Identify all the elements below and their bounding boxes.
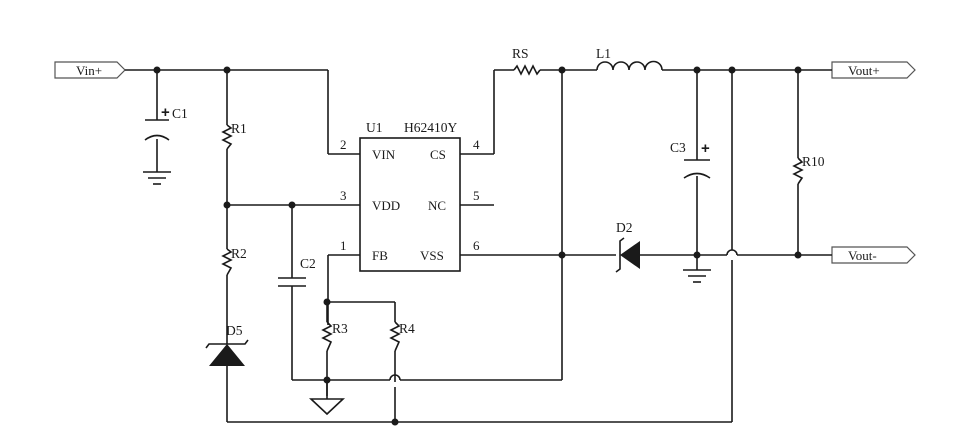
ground-icon <box>683 269 711 283</box>
pin-num-6: 6 <box>473 238 480 253</box>
label-r3: R3 <box>332 321 348 336</box>
resistor-r4: R4 <box>389 321 415 352</box>
port-vout-plus-label: Vout+ <box>848 63 880 78</box>
label-r1: R1 <box>231 121 247 136</box>
polarity-mark-c1: + <box>161 104 170 121</box>
pin-name-vdd: VDD <box>372 198 400 213</box>
pin-name-vss: VSS <box>420 248 444 263</box>
zener-diode-d5: D5 <box>205 323 249 366</box>
ic-part-label: H62410Y <box>404 120 457 135</box>
polarity-mark-c3: + <box>701 140 710 157</box>
pin-name-fb: FB <box>372 248 388 263</box>
label-rs: RS <box>512 46 529 61</box>
resistor-r1: R1 <box>221 121 247 150</box>
port-vout-plus: Vout+ <box>831 61 916 79</box>
pin-num-5: 5 <box>473 188 480 203</box>
pin-num-4: 4 <box>473 137 480 152</box>
port-vin-plus-label: Vin+ <box>76 63 102 78</box>
capacitor-c3: + C3 <box>670 140 711 179</box>
label-r2: R2 <box>231 246 247 261</box>
ground-icon <box>143 171 171 185</box>
resistor-rs: RS <box>512 46 541 76</box>
port-vout-minus: Vout- <box>831 246 916 264</box>
label-r10: R10 <box>802 154 825 169</box>
port-vin-plus: Vin+ <box>54 61 126 79</box>
port-vout-minus-label: Vout- <box>848 248 877 263</box>
ic-ref-label: U1 <box>366 120 383 135</box>
inductor-l1: L1 <box>596 46 663 71</box>
pin-name-nc: NC <box>428 198 446 213</box>
pin-num-2: 2 <box>340 137 347 152</box>
resistor-r3: R3 <box>321 321 348 352</box>
ic-u1: U1 H62410Y VIN VDD FB CS NC VSS 2 3 1 4 … <box>340 120 480 272</box>
capacitor-c2: C2 <box>278 256 316 287</box>
label-r4: R4 <box>399 321 415 336</box>
ground-triangle-icon <box>308 380 346 416</box>
label-c1: C1 <box>172 106 188 121</box>
pin-num-1: 1 <box>340 238 347 253</box>
diode-d2: D2 <box>615 220 640 273</box>
pin-name-cs: CS <box>430 147 446 162</box>
pin-num-3: 3 <box>340 188 347 203</box>
pin-name-vin: VIN <box>372 147 396 162</box>
label-d2: D2 <box>616 220 633 235</box>
junctions <box>153 66 802 426</box>
resistor-r10: R10 <box>792 154 825 185</box>
label-c2: C2 <box>300 256 316 271</box>
label-c3: C3 <box>670 140 686 155</box>
resistor-r2: R2 <box>221 246 247 276</box>
label-l1: L1 <box>596 46 611 61</box>
label-d5: D5 <box>226 323 243 338</box>
capacitor-c1: + C1 <box>144 104 188 141</box>
